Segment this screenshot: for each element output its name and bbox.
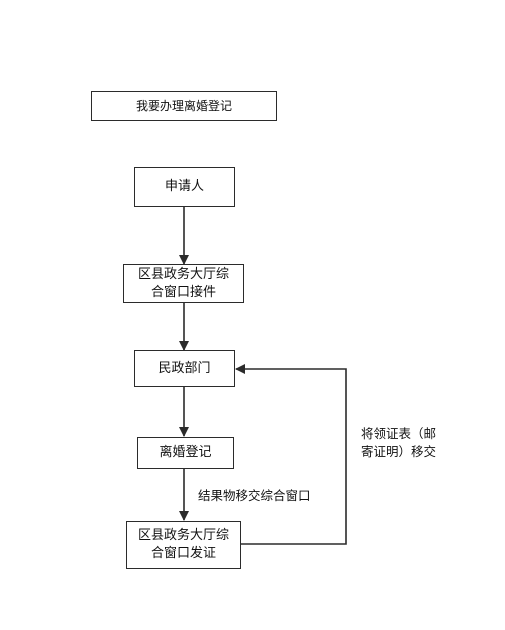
node-applicant: 申请人 <box>134 167 235 207</box>
header-box: 我要办理离婚登记 <box>91 91 277 121</box>
arrow-issue-window-back-to-civil-affairs <box>235 364 347 545</box>
edge-label-mail-certificate: 将领证表（邮 寄证明）移交 <box>361 426 437 459</box>
node-county-window-issue: 区县政务大厅综 合窗口发证 <box>126 521 241 569</box>
node-divorce-registration: 离婚登记 <box>137 437 234 469</box>
edge-label-results-transfer: 结果物移交综合窗口 <box>198 488 311 503</box>
node-county-window-receive: 区县政务大厅综 合窗口接件 <box>123 264 244 303</box>
node-civil-affairs: 民政部门 <box>134 350 235 387</box>
